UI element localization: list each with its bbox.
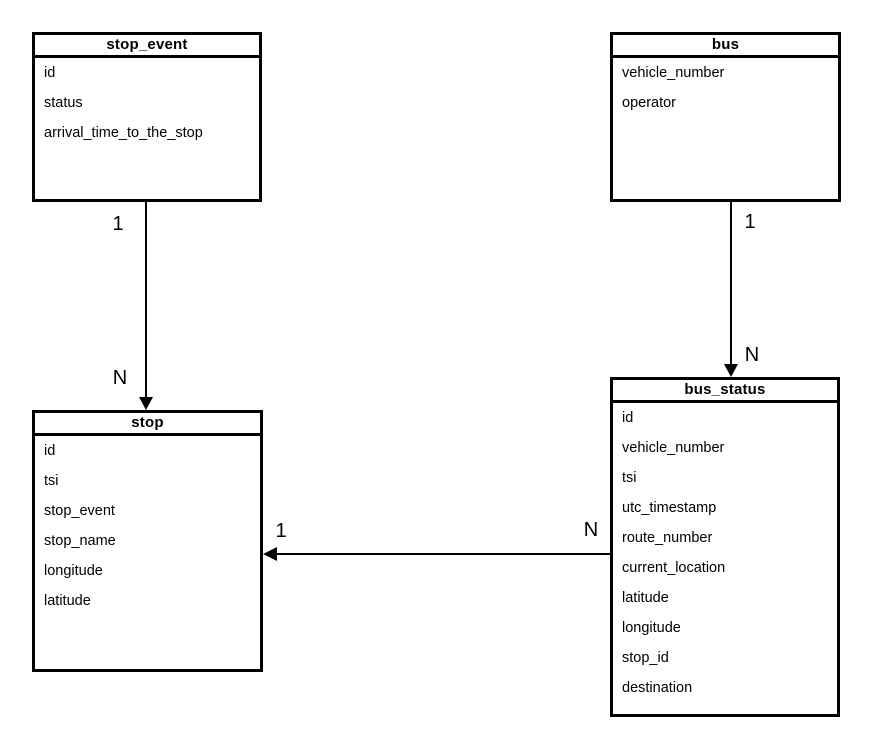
field-stop-id: id xyxy=(44,443,56,459)
field-stop-event-arrival-time-to-the-stop: arrival_time_to_the_stop xyxy=(44,125,203,141)
entity-stop-title: stop xyxy=(35,413,260,436)
field-bus-status-stop-id: stop_id xyxy=(622,650,669,666)
field-bus-status-longitude: longitude xyxy=(622,620,681,636)
arrowhead-stop-event-to-stop xyxy=(139,397,153,410)
entity-stop-event: stop_event id status arrival_time_to_the… xyxy=(32,32,262,202)
cardinality-label-stop-event-one: 1 xyxy=(112,213,124,235)
arrowhead-bus-to-bus-status xyxy=(724,364,738,377)
field-stop-event-status: status xyxy=(44,95,83,111)
field-bus-status-id: id xyxy=(622,410,634,426)
cardinality-label-bus-status-side-n: N xyxy=(583,519,599,541)
entity-stop-fields: id tsi stop_event stop_name longitude la… xyxy=(35,436,260,616)
connector-bus-to-bus-status xyxy=(730,202,732,375)
connector-stop-event-to-stop xyxy=(145,202,147,408)
field-bus-status-current-location: current_location xyxy=(622,560,726,576)
cardinality-label-bus-status-n: N xyxy=(744,344,760,366)
entity-bus: bus vehicle_number operator xyxy=(610,32,841,202)
cardinality-label-stop-n: N xyxy=(112,367,128,389)
field-stop-event-id: id xyxy=(44,65,56,81)
entity-stop-event-fields: id status arrival_time_to_the_stop xyxy=(35,58,259,148)
entity-stop: stop id tsi stop_event stop_name longitu… xyxy=(32,410,263,672)
field-bus-status-utc-timestamp: utc_timestamp xyxy=(622,500,717,516)
field-bus-status-latitude: latitude xyxy=(622,590,669,606)
field-stop-stop-event: stop_event xyxy=(44,503,115,519)
entity-bus-status-fields: id vehicle_number tsi utc_timestamp rout… xyxy=(613,403,837,703)
entity-stop-event-title: stop_event xyxy=(35,35,259,58)
entity-bus-fields: vehicle_number operator xyxy=(613,58,838,118)
connector-bus-status-to-stop xyxy=(265,553,610,555)
field-stop-stop-name: stop_name xyxy=(44,533,116,549)
cardinality-label-bus-one: 1 xyxy=(744,211,756,233)
arrowhead-bus-status-to-stop xyxy=(263,547,277,561)
entity-bus-status: bus_status id vehicle_number tsi utc_tim… xyxy=(610,377,840,717)
field-bus-status-route-number: route_number xyxy=(622,530,713,546)
field-stop-tsi: tsi xyxy=(44,473,59,489)
field-bus-operator: operator xyxy=(622,95,677,111)
entity-bus-status-title: bus_status xyxy=(613,380,837,403)
field-bus-status-vehicle-number: vehicle_number xyxy=(622,440,725,456)
field-bus-status-destination: destination xyxy=(622,680,693,696)
field-stop-latitude: latitude xyxy=(44,593,91,609)
cardinality-label-stop-side-one: 1 xyxy=(275,520,287,542)
field-bus-vehicle-number: vehicle_number xyxy=(622,65,725,81)
field-stop-longitude: longitude xyxy=(44,563,103,579)
entity-bus-title: bus xyxy=(613,35,838,58)
field-bus-status-tsi: tsi xyxy=(622,470,637,486)
